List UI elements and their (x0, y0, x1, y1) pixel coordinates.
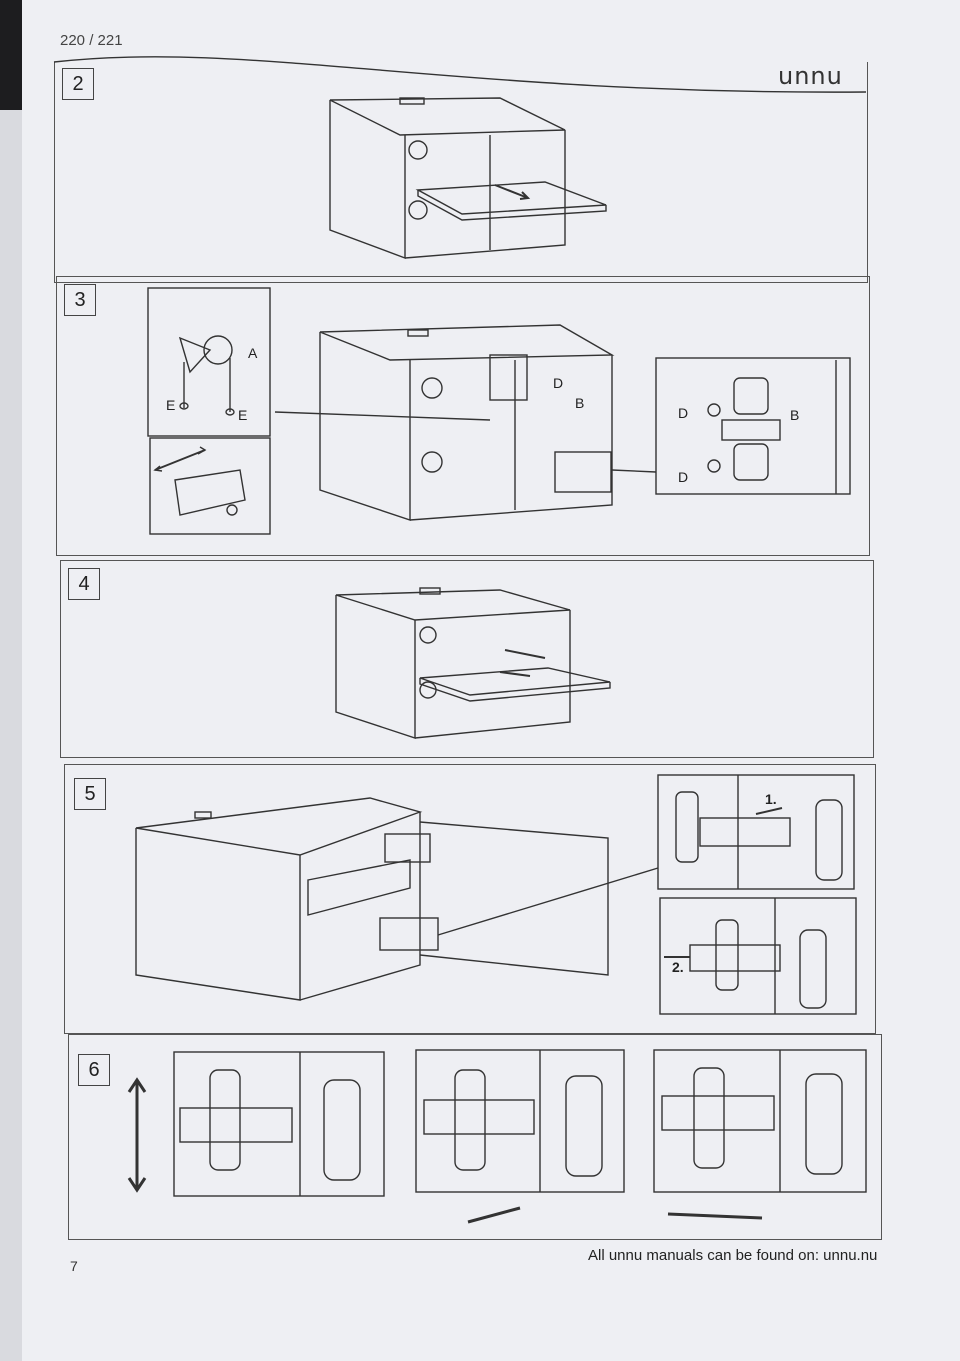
step-5-detail-insets (657, 774, 857, 1015)
step-3-number: 3 (64, 284, 96, 316)
step-2-number: 2 (62, 68, 94, 100)
step-4-cabinet (335, 587, 611, 739)
sub-step-1-label: 1. (765, 791, 777, 807)
step-5-panel (64, 764, 876, 1034)
label-D-bottom: D (678, 469, 688, 485)
label-E-left: E (166, 397, 175, 413)
label-D-cabinet: D (553, 375, 563, 391)
step-3-panel (56, 276, 870, 556)
label-D-top: D (678, 405, 688, 421)
step-6-panel (68, 1034, 882, 1240)
manuals-note: All unnu manuals can be found on: unnu.n… (588, 1247, 878, 1264)
page-counter: 220 / 221 (60, 32, 123, 49)
step-2-panel-curve (53, 56, 867, 93)
step-5-cabinet (135, 797, 659, 1001)
page-number: 7 (70, 1258, 78, 1274)
label-E-right: E (238, 407, 247, 423)
step-2-cabinet (329, 97, 607, 260)
label-B-detail: B (790, 407, 799, 423)
step-5-number: 5 (74, 778, 106, 810)
step-3-cabinet (274, 324, 657, 521)
brand-logo: unnu (778, 62, 843, 90)
sub-step-2-label: 2. (672, 959, 684, 975)
step-6-hinge-insets (127, 1049, 867, 1224)
step-4-number: 4 (68, 568, 100, 600)
label-B-cabinet: B (575, 395, 584, 411)
step-6-number: 6 (78, 1054, 110, 1086)
label-A: A (248, 345, 258, 361)
step-4-panel (60, 560, 874, 758)
step-3-insets (147, 287, 851, 535)
page-corner-shadow (0, 0, 22, 110)
step-2-panel (54, 62, 868, 283)
